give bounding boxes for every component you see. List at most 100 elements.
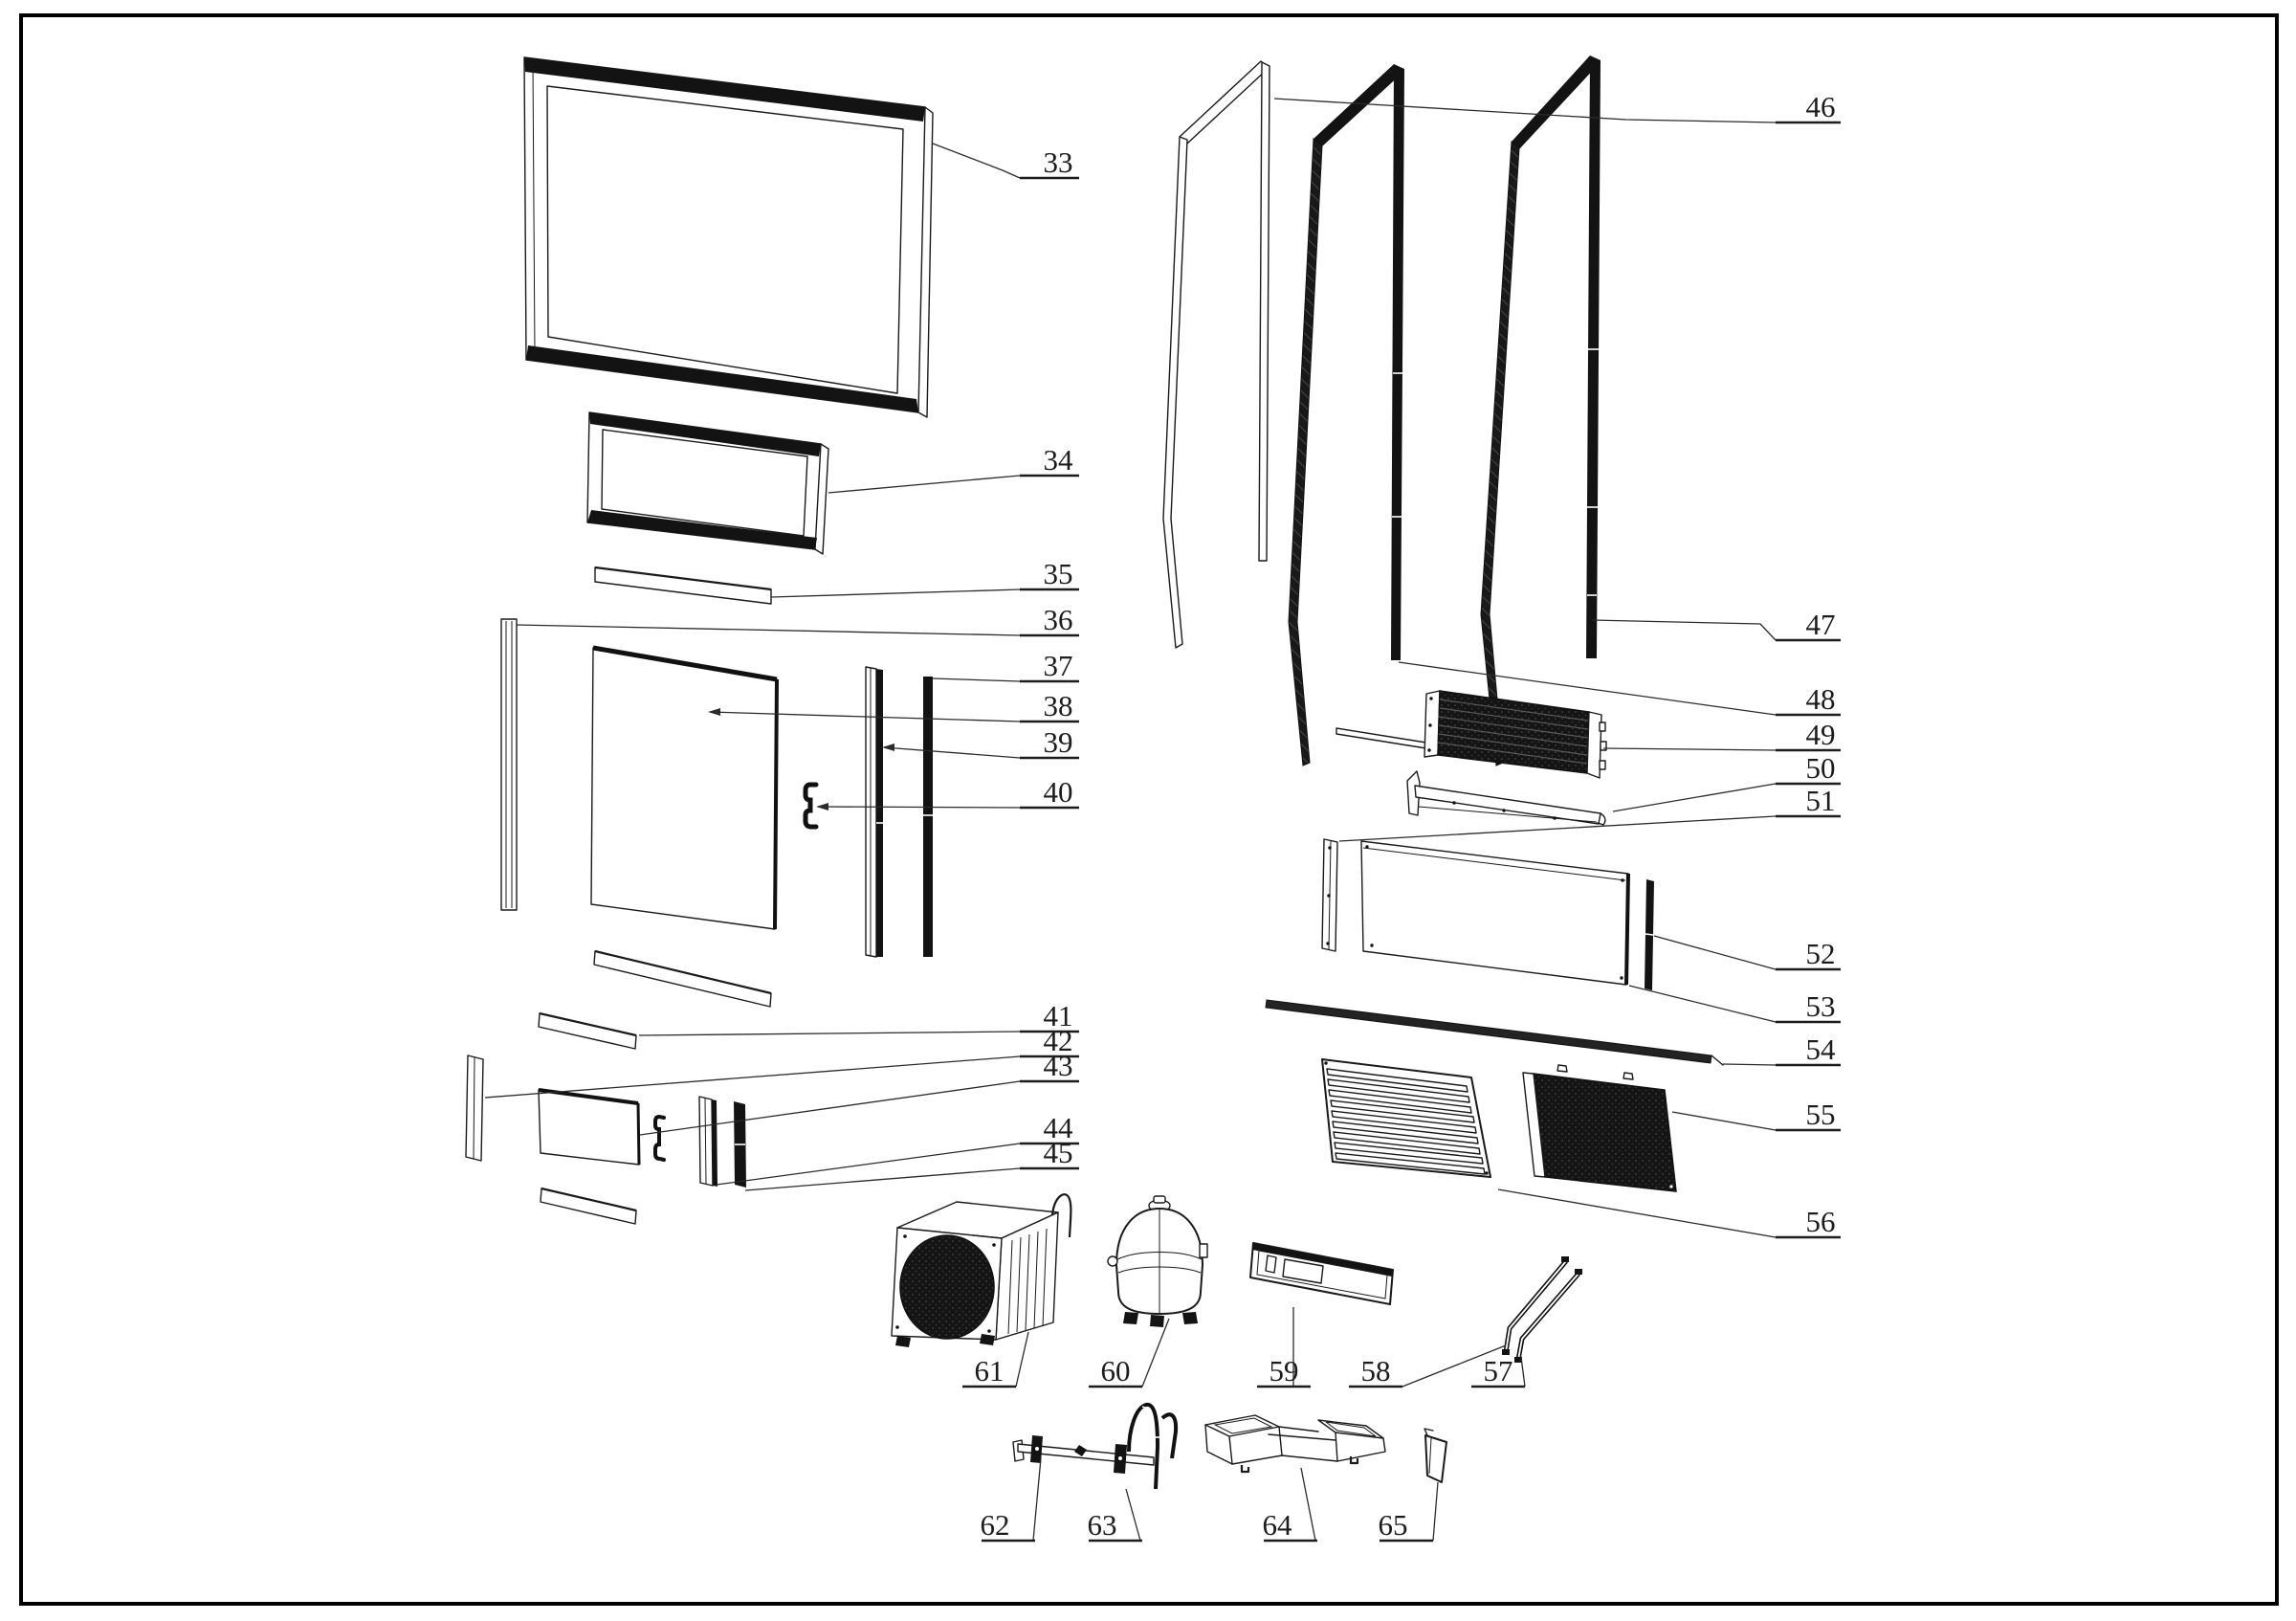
part-47-gasket-frame-2 (1480, 56, 1601, 766)
callout-58: 58 (1349, 1354, 1402, 1388)
callout-34: 34 (1020, 443, 1079, 477)
part-56-louver-grille (1321, 1058, 1491, 1178)
callout-39: 39 (1020, 725, 1079, 760)
callout-62: 62 (981, 1508, 1035, 1543)
callout-text: 56 (1806, 1205, 1836, 1238)
part-41-trim-strip (538, 1011, 637, 1050)
part-55-mesh-filter (1522, 1064, 1677, 1192)
callout-45: 45 (1020, 1136, 1079, 1170)
callout-43: 43 (1020, 1049, 1079, 1083)
callout-text: 37 (1044, 649, 1073, 682)
callout-text: 63 (1088, 1508, 1117, 1542)
callout-text: 40 (1044, 775, 1073, 809)
callout-47: 47 (1776, 608, 1841, 642)
leader-lines (484, 98, 1777, 1542)
callout-text: 65 (1379, 1508, 1408, 1542)
callout-text: 46 (1806, 90, 1836, 123)
callout-36: 36 (1020, 603, 1079, 637)
part-62-bracket-rail (1012, 1435, 1155, 1474)
callout-60: 60 (1089, 1354, 1142, 1388)
callout-52: 52 (1776, 937, 1841, 971)
callout-40: 40 (1020, 775, 1079, 810)
callout-56: 56 (1776, 1205, 1841, 1239)
callout-49: 49 (1776, 718, 1841, 752)
callout-text: 62 (981, 1508, 1010, 1542)
callout-labels: 33 34 35 36 37 38 39 40 41 42 43 44 45 4… (962, 90, 1841, 1543)
part-60-compressor (1107, 1195, 1208, 1327)
part-64-drain-pan (1204, 1414, 1386, 1474)
part-53-back-panel (1360, 840, 1630, 986)
page-border (19, 13, 2279, 1606)
callout-text: 38 (1044, 689, 1073, 722)
part-57-tube (1514, 1269, 1582, 1363)
part-51-bracket-strip (1321, 838, 1338, 952)
callout-text: 52 (1806, 937, 1836, 970)
part-36-side-profile (500, 618, 518, 911)
callout-text: 48 (1806, 682, 1836, 716)
part-38-door-glass (590, 645, 779, 930)
callout-text: 33 (1044, 145, 1073, 179)
callout-text: 34 (1044, 443, 1074, 477)
callout-text: 64 (1263, 1508, 1293, 1542)
part-45-profile-bar (734, 1101, 746, 1188)
part-65-clip-bracket (1424, 1428, 1447, 1483)
callout-57: 57 (1471, 1354, 1525, 1388)
part-34-top-frame (586, 411, 829, 555)
lower-bottom-trim (540, 1187, 637, 1225)
callout-37: 37 (1020, 649, 1079, 683)
part-46-clear-gasket-frame (1162, 60, 1270, 649)
part-58-tube (1502, 1256, 1569, 1355)
callout-44: 44 (1020, 1111, 1079, 1145)
callout-text: 61 (975, 1354, 1004, 1388)
callout-61: 61 (962, 1354, 1016, 1388)
part-59-control-panel (1249, 1242, 1394, 1305)
callout-55: 55 (1776, 1098, 1841, 1132)
part-42-side-strip (465, 1055, 484, 1162)
callout-text: 51 (1806, 784, 1836, 817)
callout-51: 51 (1776, 784, 1841, 818)
small-handle (653, 1114, 666, 1162)
callout-text: 39 (1044, 725, 1073, 759)
callout-59: 59 (1257, 1354, 1311, 1388)
part-35-trim-strip (594, 566, 772, 605)
callout-text: 35 (1044, 557, 1073, 590)
part-43-small-glass (538, 1088, 641, 1166)
callout-38: 38 (1020, 689, 1079, 723)
callout-text: 54 (1806, 1033, 1837, 1066)
part-39-door-profile (865, 666, 883, 958)
callout-42: 42 (1020, 1024, 1079, 1058)
callout-text: 45 (1044, 1136, 1073, 1169)
callout-48: 48 (1776, 682, 1841, 717)
part-37-profile-bar (923, 677, 933, 957)
callout-46: 46 (1776, 90, 1841, 124)
callout-65: 65 (1379, 1508, 1433, 1543)
part-40-handle (803, 782, 819, 830)
part-63-pipe-loop (1127, 1402, 1179, 1490)
callout-35: 35 (1020, 557, 1079, 591)
callout-63: 63 (1088, 1508, 1142, 1543)
callout-text: 55 (1806, 1098, 1836, 1131)
part-33-door-frame (523, 56, 934, 418)
callout-33: 33 (1020, 145, 1079, 180)
callout-54: 54 (1776, 1033, 1841, 1067)
part-61-fan-unit (891, 1193, 1072, 1347)
callout-text: 50 (1806, 751, 1836, 785)
part-48-gasket-frame-1 (1288, 64, 1404, 766)
callout-text: 42 (1044, 1024, 1073, 1057)
part-49-evaporator-coil (1336, 690, 1607, 779)
leader-arrowheads (708, 708, 894, 810)
part-52-edge-strip (1645, 879, 1654, 990)
callout-text: 57 (1484, 1354, 1513, 1388)
callout-50: 50 (1776, 751, 1841, 786)
part-44-profile (698, 1096, 718, 1187)
callout-text: 59 (1269, 1354, 1299, 1388)
callout-text: 43 (1044, 1049, 1073, 1082)
callout-53: 53 (1776, 989, 1841, 1024)
callout-text: 49 (1806, 718, 1836, 751)
callout-text: 58 (1361, 1354, 1391, 1388)
callout-text: 44 (1044, 1111, 1074, 1144)
callout-41: 41 (1020, 999, 1079, 1033)
door-bottom-trim (593, 949, 772, 1008)
